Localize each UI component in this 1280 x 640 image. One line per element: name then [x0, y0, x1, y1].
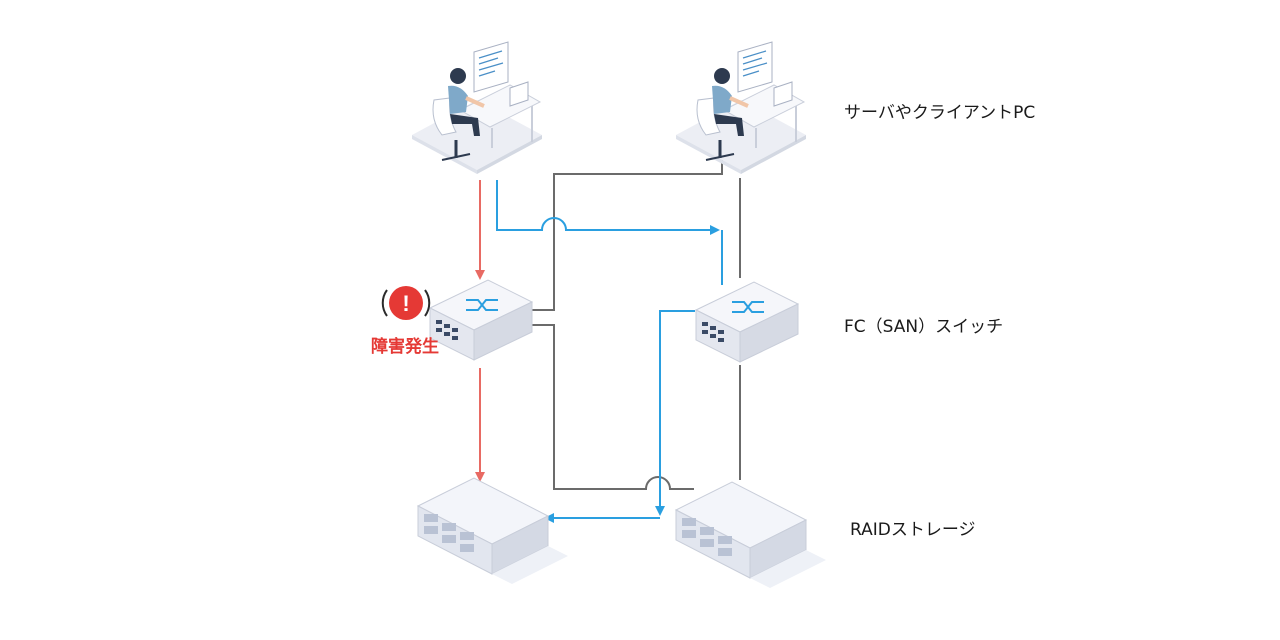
- standby-paths: [528, 160, 741, 490]
- alert-symbol: !: [402, 291, 409, 316]
- alert-icon: !: [381, 286, 431, 320]
- person-at-workstation-icon: [676, 41, 806, 174]
- switch2-to-storage1-arrow: [655, 310, 695, 516]
- fc-switch-icon: [694, 281, 800, 363]
- failure-label: 障害発生: [371, 337, 439, 357]
- switches-label: FC（SAN）スイッチ: [844, 317, 1004, 337]
- clients-label: サーバやクライアントPC: [844, 103, 1036, 123]
- switch1-to-client2-line: [528, 160, 723, 311]
- storage-label: RAIDストレージ: [850, 520, 976, 540]
- person-at-workstation-icon: [412, 41, 542, 174]
- fc-switch-icon: [428, 279, 534, 361]
- raid-storage-icon: [416, 477, 568, 584]
- client1-to-switch2-arrow: [496, 180, 720, 235]
- switch1-to-storage2-line: [528, 324, 694, 490]
- raid-storage-icon: [674, 481, 826, 588]
- active-path: [496, 180, 723, 523]
